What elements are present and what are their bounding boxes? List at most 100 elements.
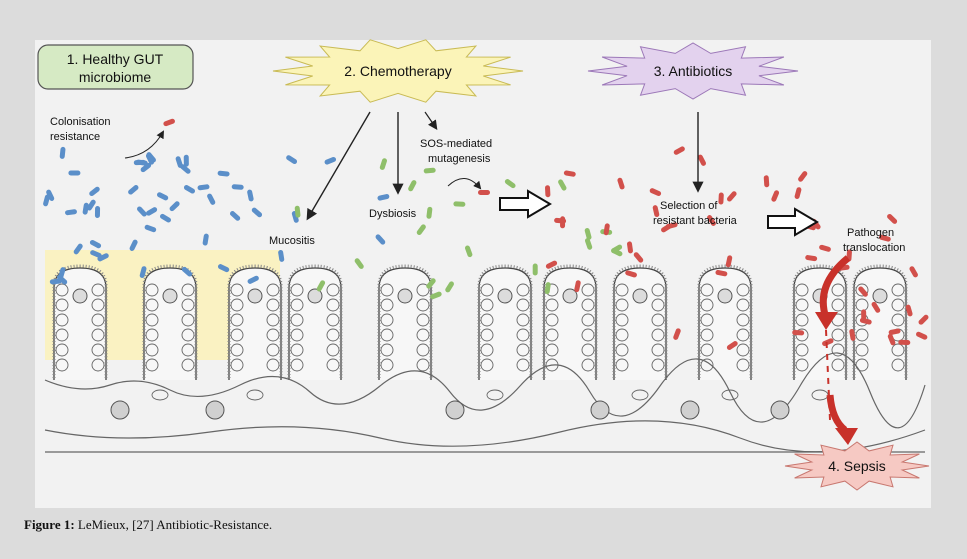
epithelial-cell [416, 343, 430, 357]
invading-bacterium [163, 118, 175, 127]
epithelial-cell [145, 328, 159, 342]
epithelial-cell [700, 313, 714, 327]
crypt-cell [110, 400, 130, 420]
epithelial-cell [290, 283, 304, 297]
epithelial-cell [181, 313, 195, 327]
epithelial-cell [230, 343, 244, 357]
crypt-cell [680, 400, 700, 420]
goblet-cell [162, 288, 178, 304]
epithelial-cell [230, 358, 244, 372]
epithelial-cell [145, 298, 159, 312]
epithelial-cell [615, 343, 629, 357]
brush-border [227, 264, 283, 378]
epithelial-cell [326, 283, 340, 297]
arrow-to-mucositis [306, 111, 371, 221]
epithelial-cell [91, 328, 105, 342]
bacterium [563, 170, 576, 177]
brush-border [52, 264, 108, 378]
bacterium [144, 224, 157, 233]
epithelial-cell [651, 358, 665, 372]
villus [698, 267, 752, 380]
epithelial-cell [326, 313, 340, 327]
goblet-cell [872, 288, 888, 304]
bacterium [59, 146, 66, 159]
bacterium [465, 245, 473, 258]
epithelial-cell [181, 298, 195, 312]
bacterium [725, 255, 733, 268]
epithelial-cell [700, 358, 714, 372]
bacterium [89, 239, 102, 249]
epithelial-cell [290, 313, 304, 327]
chemotherapy-label: 2. Chemotherapy [344, 63, 451, 79]
goblet-cell [307, 288, 323, 304]
bacterium [819, 244, 831, 252]
sepsis-arrow-head [835, 428, 858, 445]
bacterium [574, 280, 581, 293]
bacterium [145, 153, 155, 165]
bacterium [625, 270, 637, 278]
epithelial-cell [651, 283, 665, 297]
epithelial-cell [181, 328, 195, 342]
dysbiosis-label: Dysbiosis [369, 208, 417, 220]
epithelial-cell [266, 343, 280, 357]
bacterium [286, 155, 298, 165]
bacterium [726, 341, 738, 350]
bacterium [278, 249, 285, 262]
bacterium [89, 186, 100, 197]
villus [543, 267, 597, 380]
bacterium [916, 331, 928, 340]
bacterium [94, 206, 101, 218]
epithelial-cell [795, 343, 809, 357]
bacterium [532, 263, 538, 276]
bacterium [137, 206, 147, 217]
goblet-cell [397, 288, 413, 304]
epithelial-cell [855, 328, 869, 342]
epithelial-cell [651, 313, 665, 327]
selection-label-line2: resistant bacteria [653, 215, 738, 227]
bacterium [771, 190, 780, 202]
bacterium [697, 154, 706, 166]
crypt-cell [811, 389, 829, 401]
brush-border [612, 264, 668, 378]
epithelial-cell [290, 343, 304, 357]
bacterium [169, 201, 180, 212]
epithelial-cell [581, 283, 595, 297]
bacterium [90, 250, 102, 258]
bacterium [611, 248, 623, 257]
epithelial-cell [700, 283, 714, 297]
bacterium [379, 158, 387, 170]
bacterium [649, 188, 662, 197]
bacterium [65, 209, 77, 216]
bacterium [584, 228, 592, 240]
epithelial-cell [615, 313, 629, 327]
epithelial-cell [700, 298, 714, 312]
bacterium [665, 222, 678, 229]
bacterium [294, 205, 301, 218]
bacterium [183, 154, 189, 167]
bacterium [545, 260, 558, 269]
epithelial-cell [91, 358, 105, 372]
bacterium [324, 156, 337, 165]
villus [378, 267, 432, 380]
bacterium [445, 281, 454, 293]
bacterium [430, 291, 442, 300]
brush-border [287, 264, 343, 378]
goblet-cell [72, 288, 88, 304]
bacterium [822, 338, 834, 347]
colonisation-label-line2: resistance [50, 131, 100, 143]
bacterium [426, 278, 436, 289]
epithelial-cell [380, 298, 394, 312]
villus [793, 267, 847, 380]
bacterium [794, 187, 802, 199]
bacterium [798, 171, 808, 182]
bacterium [859, 317, 872, 325]
epithelial-cell [795, 358, 809, 372]
bacterium [673, 146, 685, 155]
healthy-gut-title-line2: microbiome [79, 69, 152, 85]
bacterium [715, 269, 728, 277]
epithelial-cell [91, 343, 105, 357]
sepsis-label: 4. Sepsis [828, 458, 886, 474]
epithelial-cell [795, 283, 809, 297]
epithelial-cell [380, 358, 394, 372]
